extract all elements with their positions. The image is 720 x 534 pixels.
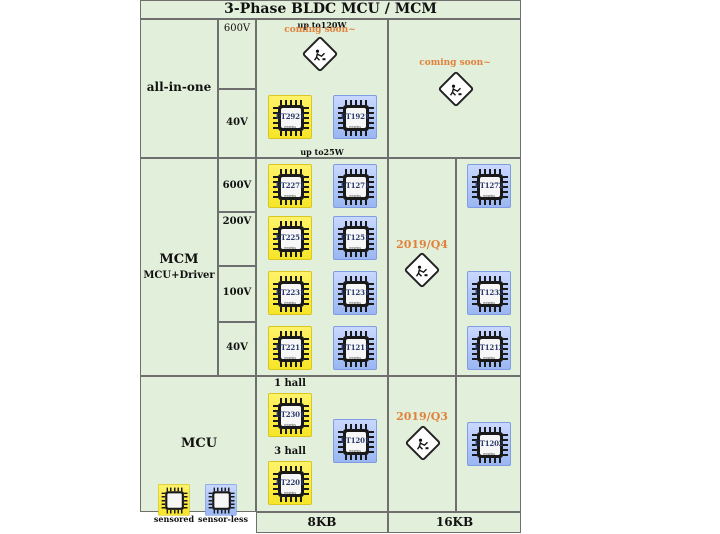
row-label-mcu: MCU xyxy=(180,436,218,451)
construction-sign-icon xyxy=(301,35,339,73)
title-bar xyxy=(140,0,521,19)
column-label-16kb: 16KB xyxy=(435,515,474,529)
chip-label: ET1232 xyxy=(474,288,504,297)
voltage-label-600v: 600V xyxy=(222,180,252,191)
chip-label: ET1201 xyxy=(340,436,370,445)
chip-label: ET1202 xyxy=(474,439,504,448)
note-up-to-120w: up to120W xyxy=(297,20,347,30)
footer-8kb xyxy=(256,512,388,533)
legend-sensorless-label: sensor-less xyxy=(198,514,248,524)
note-coming-soon-2: coming soon~ xyxy=(419,58,491,68)
note-up-to-25w: up to25W xyxy=(300,147,344,157)
chip-label: ET2301 xyxy=(275,410,305,419)
note-coming-soon-1: coming soon~ xyxy=(284,25,356,35)
note-1-hall: 1 hall xyxy=(274,378,306,389)
row-label-all-in-one: all-in-one xyxy=(146,80,212,94)
footer-16kb xyxy=(388,512,521,533)
page-title: 3-Phase BLDC MCU / MCM xyxy=(224,1,437,17)
voltage-cell-600 xyxy=(218,158,256,212)
note-2019-q4: 2019/Q4 xyxy=(396,238,448,251)
chip-label: ET2251 xyxy=(275,233,305,242)
construction-sign-icon xyxy=(403,251,441,289)
construction-sign-icon xyxy=(437,70,475,108)
chip-label: ET1211 xyxy=(340,343,370,352)
voltage-cell-200 xyxy=(218,212,256,266)
chip-label: ET1251 xyxy=(340,233,370,242)
chip-label: ET2231 xyxy=(275,288,305,297)
column-label-8kb: 8KB xyxy=(307,515,337,529)
construction-sign-icon xyxy=(404,424,442,462)
voltage-label-600v-top: 600V xyxy=(223,23,251,34)
voltage-cell-40 xyxy=(218,322,256,376)
voltage-label-200v: 200V xyxy=(222,216,252,227)
chip-label: ET1271 xyxy=(340,181,370,190)
chip-label: ET1921 xyxy=(340,112,370,121)
voltage-label-100v: 100V xyxy=(222,287,252,298)
row-label-mcm-sub: MCU+Driver xyxy=(143,270,215,281)
chip-label: ET2271 xyxy=(275,181,305,190)
legend-sensored-label: sensored xyxy=(153,514,195,524)
chip-label: ET2921 xyxy=(275,112,305,121)
chip-label: ET1272 xyxy=(474,181,504,190)
row-mcm xyxy=(140,158,218,376)
chip-label: ET1212 xyxy=(474,343,504,352)
chip-label: ET1231 xyxy=(340,288,370,297)
row-all-in-one xyxy=(140,19,218,158)
voltage-label-40v: 40V xyxy=(226,342,248,353)
voltage-cell-600-top xyxy=(218,19,256,89)
row-label-mcm: MCM xyxy=(159,252,199,267)
legend-sensored-chip-icon xyxy=(158,484,190,516)
note-2019-q3: 2019/Q3 xyxy=(396,410,448,423)
voltage-label-40v-top: 40V xyxy=(226,117,248,128)
chip-label: ET2211 xyxy=(275,343,305,352)
voltage-cell-100 xyxy=(218,266,256,322)
note-3-hall: 3 hall xyxy=(274,446,306,457)
voltage-cell-40-top xyxy=(218,89,256,158)
chip-label: ET2201 xyxy=(275,478,305,487)
legend-sensorless-chip-icon xyxy=(205,484,237,516)
